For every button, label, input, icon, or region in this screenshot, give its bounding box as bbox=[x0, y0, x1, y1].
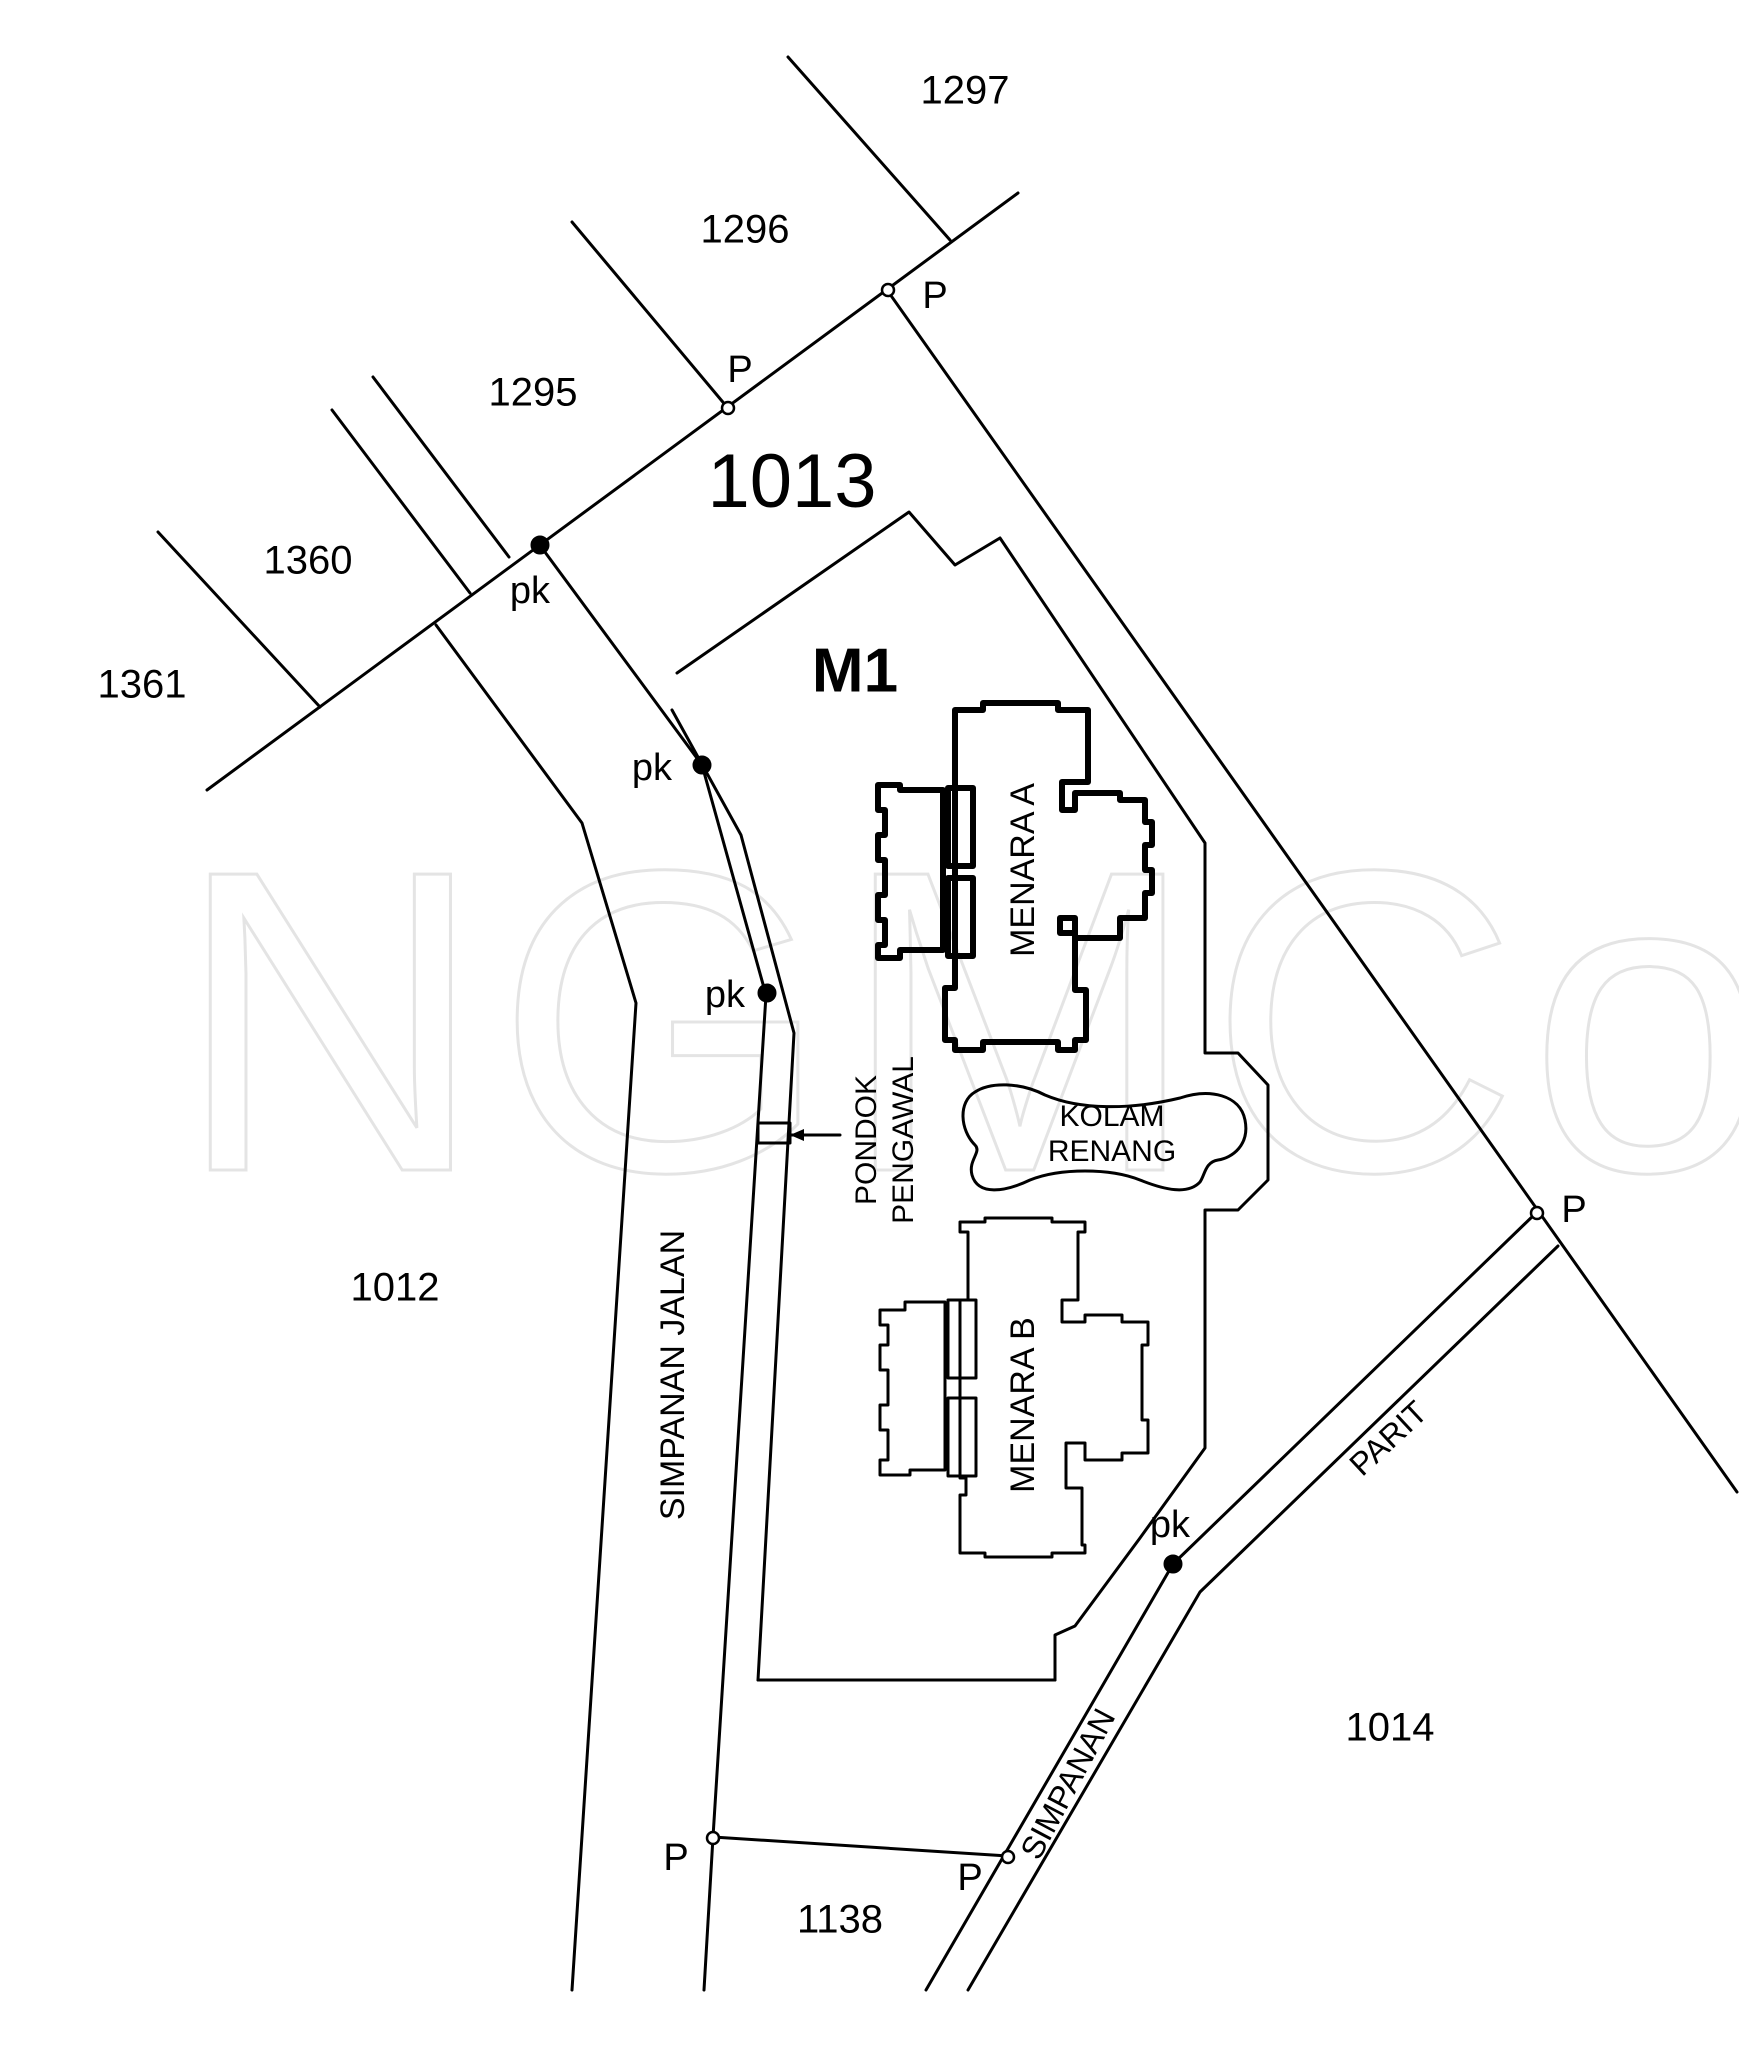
guardhouse-arrowhead bbox=[790, 1129, 804, 1141]
east-boundary-line bbox=[885, 288, 1739, 1494]
lot-1138-boundary bbox=[711, 1835, 1010, 1858]
road-reserve-west-edge bbox=[434, 623, 638, 1992]
boundary-stone-label: P bbox=[1561, 1189, 1586, 1231]
menara-a-core-lower bbox=[945, 875, 976, 959]
boundary-stone-marker bbox=[1529, 1205, 1545, 1221]
boundary-stone-marker bbox=[705, 1830, 721, 1846]
road-reserve-upper-east bbox=[371, 375, 511, 559]
lot-1360-label: 1360 bbox=[264, 539, 353, 583]
boundary-stone-label: P bbox=[922, 275, 947, 317]
menara-a-core-upper bbox=[945, 785, 976, 869]
survey-peg-label: pk bbox=[705, 974, 746, 1016]
lot-boundaries bbox=[156, 55, 1739, 1992]
drain-reserve-east-line bbox=[966, 1244, 1560, 1992]
lot-1295-label: 1295 bbox=[489, 371, 578, 415]
zone-label: M1 bbox=[812, 636, 898, 705]
lot-1297-label: 1297 bbox=[921, 69, 1010, 113]
road-reserve-label: SIMPANAN JALAN bbox=[654, 1230, 692, 1520]
menara-b-core-upper bbox=[946, 1298, 978, 1380]
lot-1360-1361-divider bbox=[156, 530, 322, 709]
survey-pegs: pk pk pk pk bbox=[510, 535, 1191, 1574]
survey-peg-label: pk bbox=[510, 570, 551, 612]
menara-a-west-wing bbox=[875, 782, 946, 961]
road-reserve-upper-west bbox=[330, 408, 472, 595]
boundary-stones: P P P P P bbox=[663, 275, 1586, 1899]
menara-a-building bbox=[942, 700, 1155, 1053]
pool-label-line2: RENANG bbox=[1048, 1135, 1176, 1168]
lot-1138-label: 1138 bbox=[797, 1898, 883, 1942]
drain-reserve-label: SIMPANAN bbox=[1013, 1703, 1122, 1865]
pool-label-line1: KOLAM bbox=[1059, 1100, 1164, 1133]
menara-a-label: MENARA A bbox=[1004, 783, 1042, 957]
boundary-stone-marker bbox=[720, 400, 736, 416]
lot-1297-1296-divider bbox=[786, 55, 952, 242]
survey-peg-marker bbox=[1163, 1554, 1183, 1574]
menara-b-building bbox=[958, 1216, 1150, 1559]
site-lot-label: 1013 bbox=[707, 439, 876, 524]
boundary-stone-marker bbox=[1000, 1849, 1016, 1865]
menara-b-label: MENARA B bbox=[1004, 1317, 1042, 1493]
boundary-stone-label: P bbox=[663, 1837, 688, 1879]
lot-1012-label: 1012 bbox=[351, 1266, 440, 1310]
boundary-stone-label: P bbox=[957, 1857, 982, 1899]
lot-1296-label: 1296 bbox=[701, 208, 790, 252]
lot-1361-label: 1361 bbox=[98, 663, 187, 707]
guardhouse-label-line1: PONDOK bbox=[850, 1075, 883, 1205]
boundary-stone-marker bbox=[880, 282, 896, 298]
lot-1296-1295-divider bbox=[570, 220, 729, 409]
drain-label: PARIT bbox=[1342, 1394, 1434, 1483]
survey-peg-label: pk bbox=[1150, 1504, 1191, 1546]
m1-site-outline bbox=[675, 510, 1270, 1682]
survey-peg-label: pk bbox=[632, 747, 673, 789]
lot-1014-label: 1014 bbox=[1346, 1706, 1435, 1750]
survey-peg-marker bbox=[692, 755, 712, 775]
guardhouse-box bbox=[756, 1121, 792, 1145]
menara-b-west-wing bbox=[878, 1300, 947, 1477]
survey-peg-marker bbox=[757, 983, 777, 1003]
survey-peg-marker bbox=[530, 535, 550, 555]
guardhouse-label-line2: PENGAWAL bbox=[887, 1056, 920, 1224]
menara-b-core-lower bbox=[946, 1396, 978, 1478]
boundary-stone-label: P bbox=[727, 349, 752, 391]
swimming-pool-outline bbox=[961, 1083, 1248, 1192]
